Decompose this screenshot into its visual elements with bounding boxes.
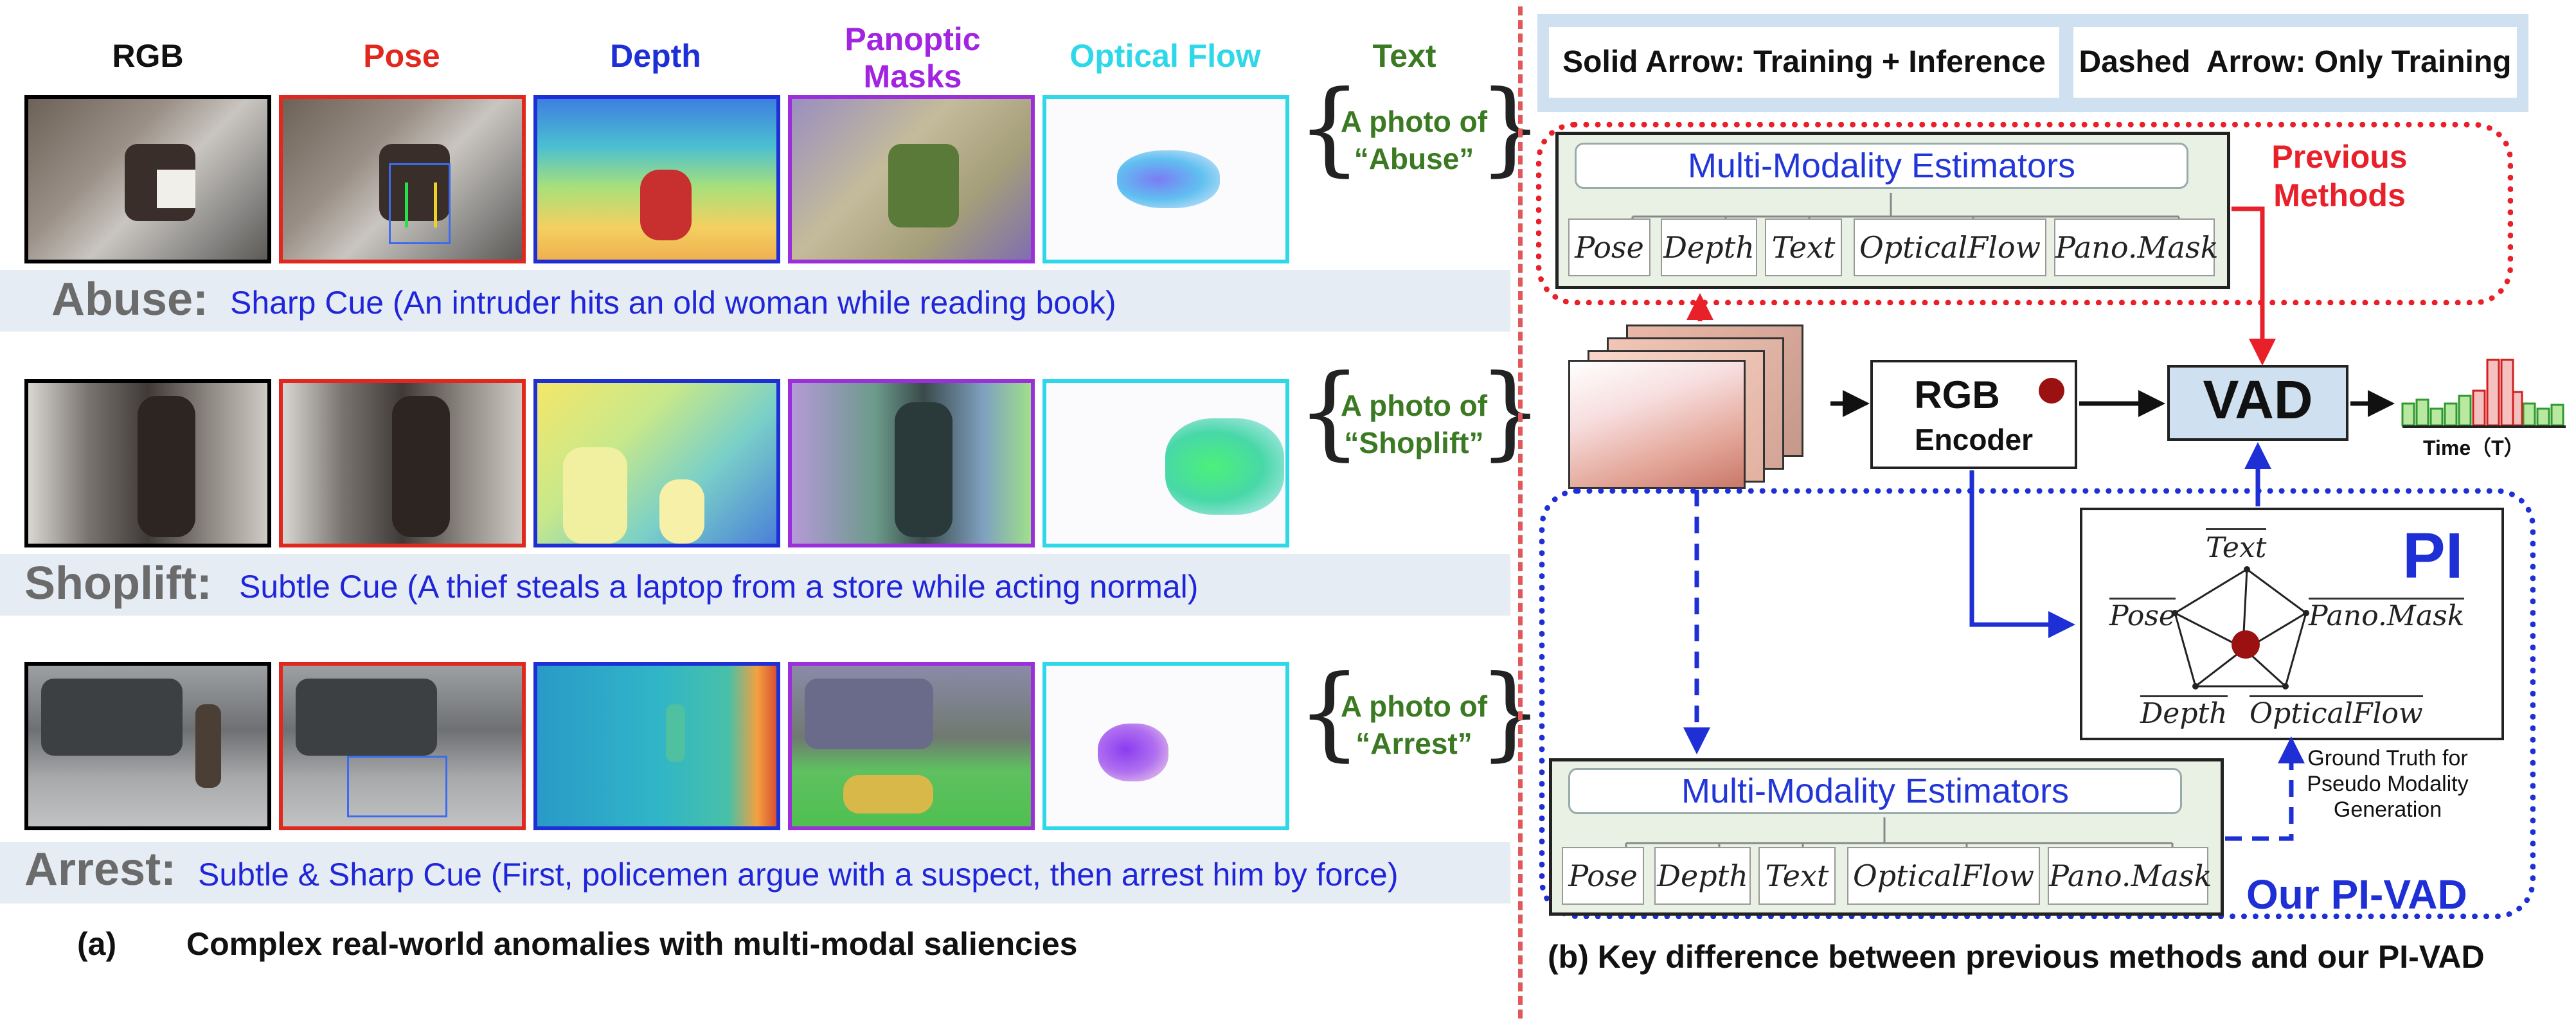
rgb-encoder-subtitle: Encoder [1914,423,2034,456]
estimators-title-ours: Multi-Modality Estimators [1568,768,2182,814]
pi-node-pose: Pose [2109,598,2176,632]
modality-pose-previous: Pose [1568,218,1650,276]
panoptic-frame-shoplift [788,379,1035,547]
caption-b: (b) Key difference between previous meth… [1548,939,2485,975]
pi-node-text: Text [2206,528,2267,564]
pi-modality-graph [2172,566,2309,689]
panel-divider [1518,6,1523,1019]
modality-depth-previous: Depth [1661,218,1757,276]
modality-panomask-previous: Pano.Mask [2054,218,2218,276]
ground-truth-label: Ground Truth for Pseudo Modality Generat… [2307,746,2469,822]
category-description-arrest: Subtle & Sharp Cue (First, policemen arg… [198,857,1399,893]
pose-frame-abuse [279,95,526,263]
estimators-tree-ours [1625,817,2174,847]
rgb-encoder-dot [2039,378,2064,404]
header-optical-flow: Optical Flow [1069,38,1261,74]
optical-flow-frame-shoplift [1042,379,1289,547]
header-panoptic-masks: Panoptic Masks [845,21,981,94]
pi-node-panomask: Pano.Mask [2309,598,2465,632]
panoptic-frame-arrest [788,662,1035,830]
depth-frame-arrest [533,662,780,830]
rgb-frame-shoplift [24,379,271,547]
optical-flow-frame-abuse [1042,95,1289,263]
category-name-abuse: Abuse: [51,274,209,325]
rgb-frame-arrest [24,662,271,830]
previous-methods-region [1536,122,2513,305]
category-description-abuse: Sharp Cue (An intruder hits an old woman… [230,285,1116,321]
text-prompt-shoplift: A photo of“Shoplift” [1340,389,1488,459]
header-text: Text [1372,38,1436,74]
caption-a-text: Complex real-world anomalies with multi-… [186,926,1078,962]
legend-solid-arrow: Solid Arrow: Training + Inference [1549,27,2059,98]
pose-frame-shoplift [279,379,526,547]
row-stripe-shoplift [0,554,1510,616]
rgb-encoder-title: RGB [1914,373,2000,416]
left-brace-arrest: { [1297,654,1362,772]
modality-text-ours: Text [1758,847,1836,905]
category-name-arrest: Arrest: [24,844,177,895]
time-axis-label: Time（T） [2423,436,2525,459]
vad-box [2167,365,2348,441]
our-method-label: Our PI-VAD [2246,871,2467,918]
depth-frame-shoplift [533,379,780,547]
legend-dashed-arrow: Dashed Arrow: Only Training [2073,27,2517,98]
right-brace-shoplift: } [1478,353,1543,471]
vad-label: VAD [2203,369,2313,430]
left-brace-shoplift: { [1297,353,1362,471]
pose-frame-arrest [279,662,526,830]
estimators-title-previous: Multi-Modality Estimators [1575,143,2188,189]
category-name-shoplift: Shoplift: [24,558,212,609]
caption-a-label: (a) [77,926,117,962]
modality-depth-ours: Depth [1654,847,1751,905]
modality-opticalflow-ours: OpticalFlow [1847,847,2040,905]
modality-text-previous: Text [1765,218,1842,276]
pi-node-opticalflow: OpticalFlow [2250,695,2423,730]
previous-methods-label: Previous Methods [2271,139,2408,213]
modality-opticalflow-previous: OpticalFlow [1854,218,2046,276]
header-pose: Pose [363,38,440,74]
row-stripe-abuse [0,270,1510,332]
modality-pose-ours: Pose [1562,847,1644,905]
optical-flow-frame-arrest [1042,662,1289,830]
panoptic-frame-abuse [788,95,1035,263]
header-depth: Depth [610,38,701,74]
pi-module-box [2080,508,2504,740]
text-prompt-arrest: A photo of“Arrest” [1340,689,1488,760]
header-rgb: RGB [112,38,184,74]
anomaly-score-timeline [2401,359,2566,428]
pi-node-depth: Depth [2140,695,2228,730]
modality-panomask-ours: Pano.Mask [2048,847,2212,905]
right-brace-abuse: } [1478,69,1543,187]
text-prompt-abuse: A photo of“Abuse” [1340,105,1488,175]
category-description-shoplift: Subtle Cue (A thief steals a laptop from… [239,569,1199,605]
rgb-frame-abuse [24,95,271,263]
left-brace-abuse: { [1297,69,1362,187]
row-stripe-arrest [0,842,1510,903]
depth-frame-abuse [533,95,780,263]
video-frame-stack [1568,325,1825,489]
rgb-encoder-box [1870,360,2077,469]
pi-label: PI [2402,520,2464,592]
our-method-region [1539,488,2536,919]
right-brace-arrest: } [1478,654,1543,772]
